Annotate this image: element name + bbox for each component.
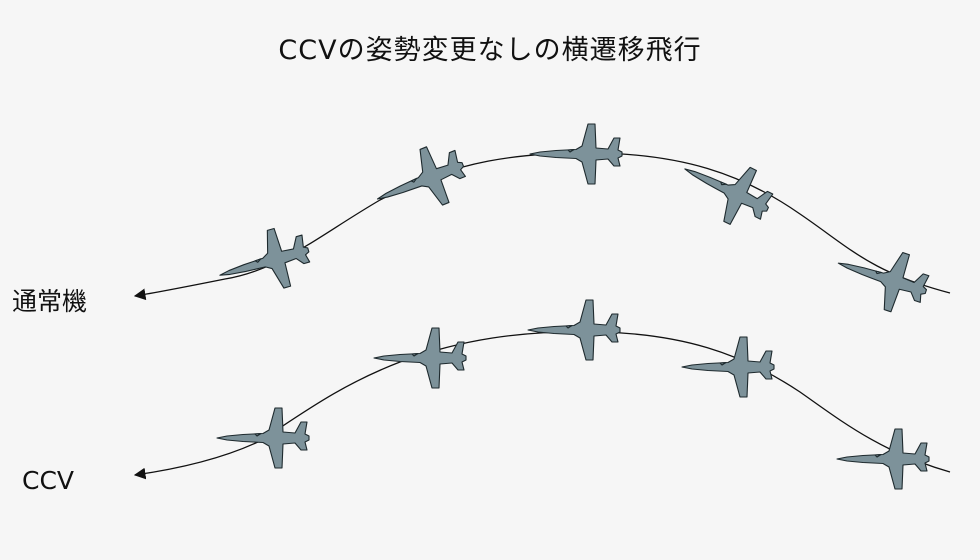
normal-aircraft-3 xyxy=(529,123,623,185)
ccv-aircraft-5 xyxy=(836,428,930,490)
ccv-aircraft-3 xyxy=(527,299,621,361)
normal-aircraft-2 xyxy=(365,136,475,228)
normal-aircraft-5 xyxy=(828,234,936,321)
ccv-aircraft-2 xyxy=(373,327,467,389)
ccv-aircraft-4 xyxy=(681,336,775,398)
label-normal-aircraft: 通常機 xyxy=(12,287,88,316)
normal-flight-path xyxy=(133,152,951,301)
ccv-flight-path xyxy=(133,331,951,480)
normal-aircraft-4 xyxy=(671,141,782,237)
diagram-title: CCVの姿勢変更なしの横遷移飛行 xyxy=(278,35,702,66)
normal-aircraft-1 xyxy=(211,220,318,305)
label-ccv-aircraft: CCV xyxy=(22,466,75,495)
